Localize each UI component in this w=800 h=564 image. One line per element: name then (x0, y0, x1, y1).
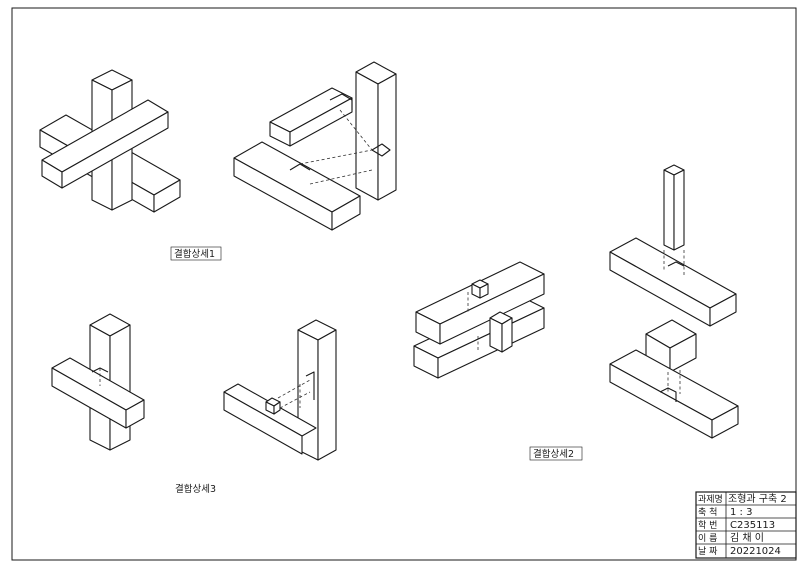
label-detail-1: 결합상세1 (174, 249, 215, 260)
title-block-value-1: 조형과 구축 2 (728, 493, 787, 505)
title-block-key-5: 날 짜 (698, 546, 718, 557)
title-block-value-4: 김 채 이 (730, 532, 764, 544)
title-block-value-2: 1 : 3 (730, 507, 752, 518)
label-detail-2-box (529, 446, 583, 461)
title-block-key-4: 이 름 (698, 533, 717, 544)
figure-triangle-frame (233, 61, 397, 231)
title-block-value-5: 20221024 (730, 546, 781, 557)
label-detail-1-box (170, 246, 222, 261)
label-detail-2: 결합상세2 (533, 449, 574, 460)
label-detail-3: 결합상세3 (175, 484, 216, 495)
figure-cross-halving (51, 313, 145, 451)
figure-l-joint (223, 319, 337, 461)
title-block-key-1: 과제명 (698, 494, 723, 505)
title-block: 과제명 조형과 구축 2 축 척 1 : 3 학 번 C235113 이 름 김… (695, 491, 797, 559)
title-block-key-2: 축 척 (698, 507, 717, 518)
figure-double-bar-peg (413, 261, 545, 379)
title-block-key-3: 학 번 (698, 520, 717, 531)
sheet-border (11, 7, 797, 561)
title-block-value-3: C235113 (730, 520, 775, 531)
figure-stacked-post (609, 164, 739, 439)
figure-cross-joint (39, 69, 181, 213)
